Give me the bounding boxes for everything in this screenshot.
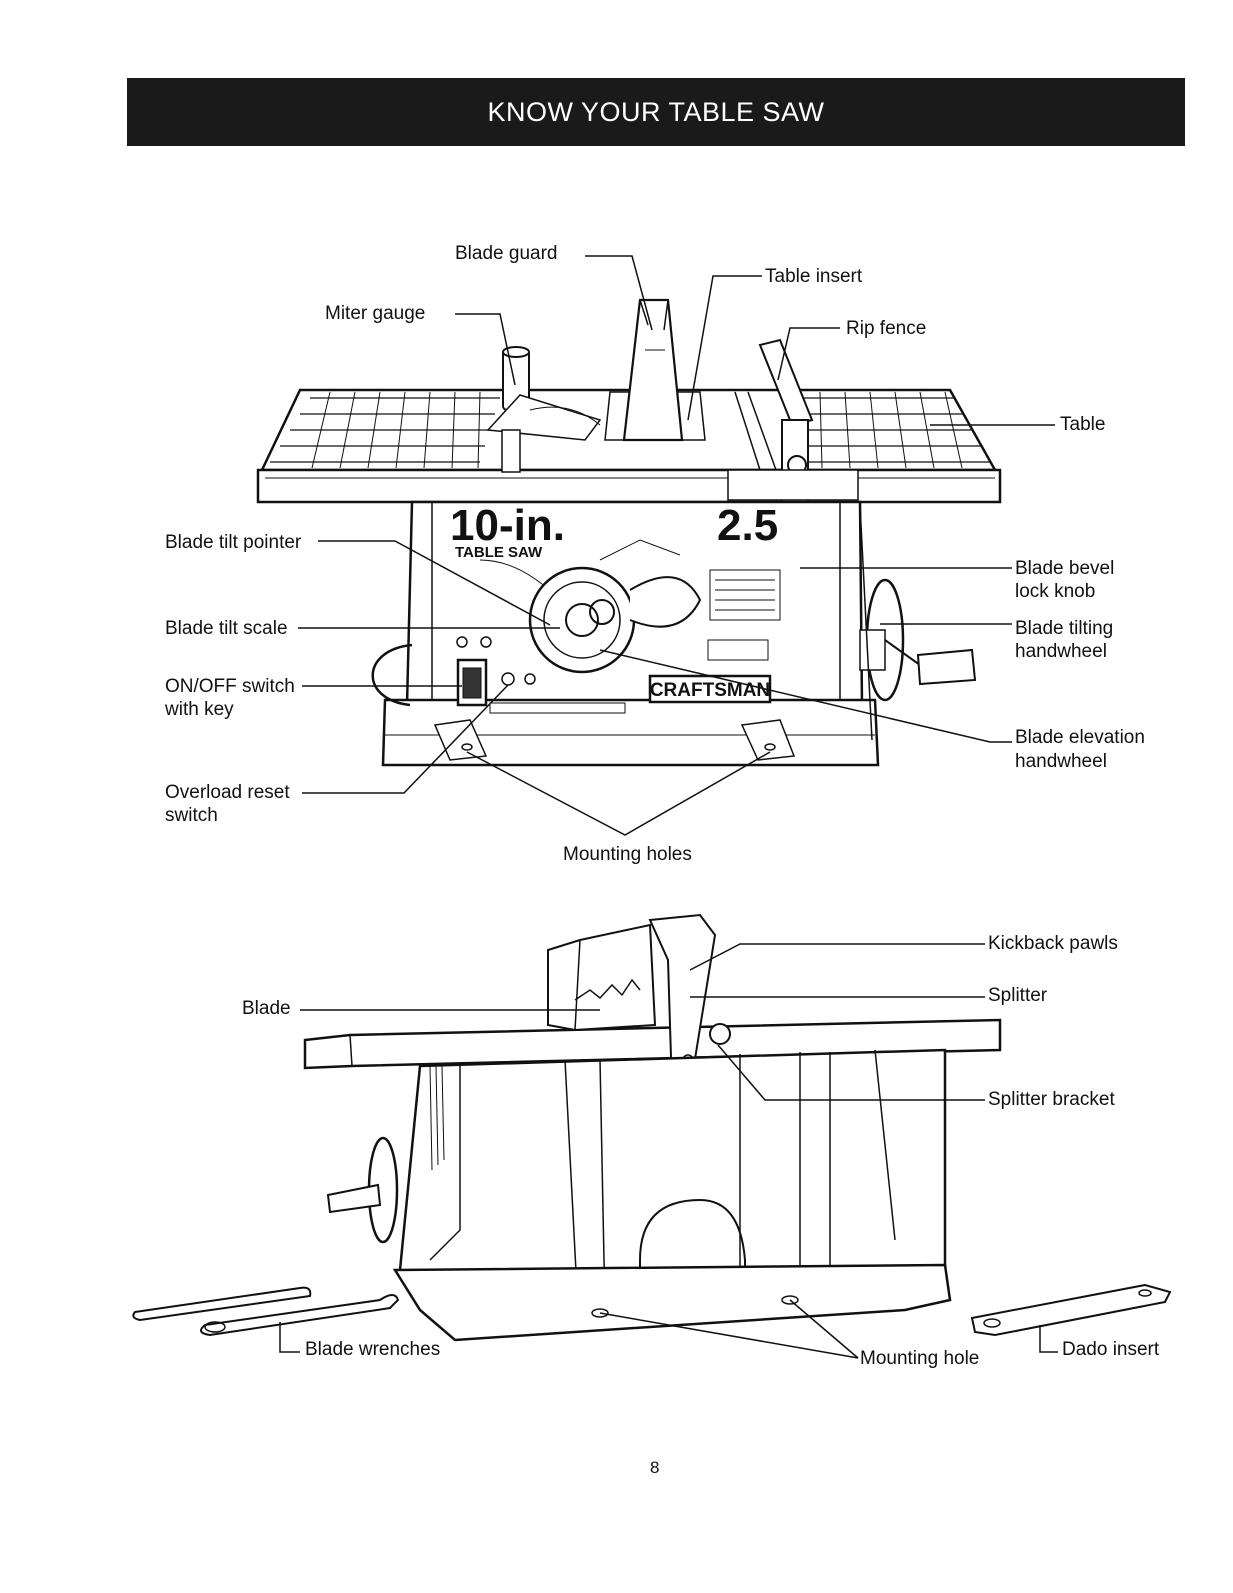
tilting-handwheel-shape [859, 578, 977, 702]
left-table-grating [270, 391, 500, 469]
label-on-off-switch-1: ON/OFF switch [165, 676, 295, 697]
miter-gauge-shape [486, 346, 602, 473]
label-blade-bevel-lock-knob-2: lock knob [1015, 581, 1096, 602]
size-badge: 10-in. [450, 501, 565, 550]
saw-top-illustration: CRAFTSMAN 10-in. TABLE SAW 2.5 [256, 298, 1002, 767]
dado-insert-shape [970, 1283, 1172, 1337]
label-blade-tilt-scale: Blade tilt scale [165, 618, 288, 639]
label-rip-fence: Rip fence [846, 318, 927, 339]
label-table-insert: Table insert [765, 266, 863, 287]
saw-side-illustration [132, 913, 1172, 1342]
label-blade-bevel-lock-knob-1: Blade bevel [1015, 558, 1115, 579]
spec-plate [707, 569, 781, 661]
label-blade-tilting-handwheel-1: Blade tilting [1015, 618, 1114, 639]
label-kickback-pawls: Kickback pawls [988, 933, 1118, 954]
label-dado-insert: Dado insert [1062, 1339, 1160, 1360]
section-banner: KNOW YOUR TABLE SAW [127, 78, 1185, 146]
label-blade: Blade [242, 998, 291, 1019]
right-table-grating [800, 391, 990, 469]
power-badge: 2.5 [717, 501, 778, 550]
label-blade-guard: Blade guard [455, 243, 558, 264]
label-mounting-holes: Mounting holes [563, 844, 692, 865]
label-overload-reset-1: Overload reset [165, 782, 290, 803]
label-overload-reset-2: switch [165, 805, 218, 826]
tilt-scale-and-wheel [479, 539, 702, 674]
blade-guard-shape [622, 298, 684, 442]
page-number: 8 [650, 1458, 660, 1477]
blade-wrench-shapes [132, 1286, 400, 1337]
label-blade-elevation-handwheel-2: handwheel [1015, 751, 1107, 772]
label-mounting-hole: Mounting hole [860, 1348, 980, 1369]
label-on-off-switch-2: with key [165, 699, 234, 720]
label-table: Table [1060, 414, 1106, 435]
label-blade-wrenches: Blade wrenches [305, 1339, 441, 1360]
label-blade-tilting-handwheel-2: handwheel [1015, 641, 1107, 662]
label-blade-elevation-handwheel-1: Blade elevation [1015, 727, 1145, 748]
label-splitter: Splitter [988, 985, 1048, 1006]
page-title: KNOW YOUR TABLE SAW [487, 96, 825, 127]
label-splitter-bracket: Splitter bracket [988, 1089, 1115, 1110]
brand-logo: CRAFTSMAN [650, 680, 770, 701]
size-badge-sub: TABLE SAW [455, 544, 543, 561]
label-blade-tilt-pointer: Blade tilt pointer [165, 532, 302, 553]
top-leader-lines [298, 255, 1055, 836]
label-miter-gauge: Miter gauge [325, 303, 426, 324]
rip-fence-shape [727, 338, 859, 616]
side-leader-lines [279, 943, 1058, 1359]
